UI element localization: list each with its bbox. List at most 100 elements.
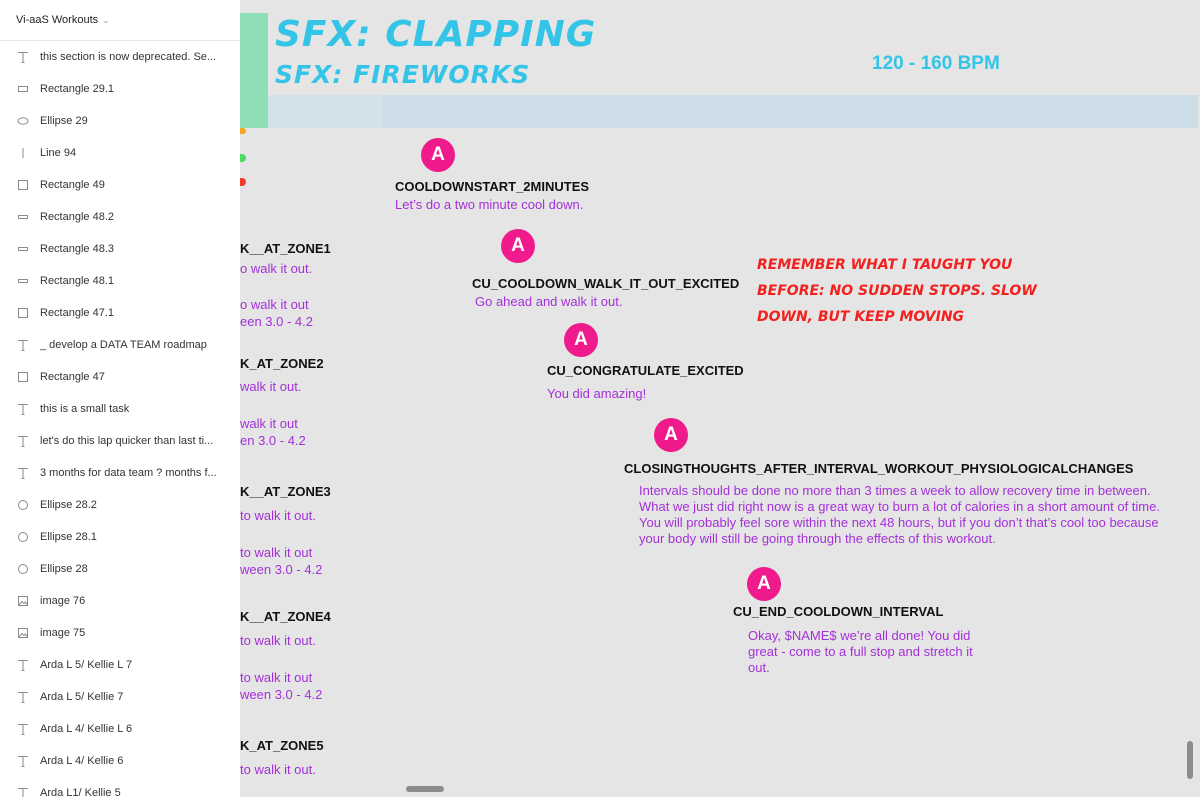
text-layer-icon	[16, 754, 30, 768]
text-layer-icon	[16, 50, 30, 64]
line-layer-icon	[16, 146, 30, 160]
layer-item[interactable]: Rectangle 47.1	[0, 297, 240, 329]
layer-label: image 75	[40, 627, 86, 639]
cue-key[interactable]: CU_END_COOLDOWN_INTERVAL	[733, 604, 944, 619]
avatar-badge[interactable]: A	[747, 567, 781, 601]
layer-item[interactable]: Rectangle 47	[0, 361, 240, 393]
layer-item[interactable]: Ellipse 29	[0, 105, 240, 137]
green-dot[interactable]	[240, 154, 246, 162]
layer-item[interactable]: let's do this lap quicker than last ti..…	[0, 425, 240, 457]
layer-item[interactable]: Rectangle 48.1	[0, 265, 240, 297]
layer-item[interactable]: Rectangle 48.3	[0, 233, 240, 265]
file-name-dropdown[interactable]: Vi-aaS Workouts ⌄	[0, 0, 240, 41]
rectangle-layer-icon	[16, 242, 30, 256]
cue-key[interactable]: CU_CONGRATULATE_EXCITED	[547, 363, 744, 378]
layer-label: Ellipse 28.1	[40, 531, 97, 543]
avatar-badge[interactable]: A	[564, 323, 598, 357]
reminder-note[interactable]: REMEMBER WHAT I TAUGHT YOU BEFORE: NO SU…	[757, 257, 1037, 325]
zone5-line1[interactable]: to walk it out.	[240, 762, 316, 777]
zone3-key[interactable]: K__AT_ZONE3	[240, 484, 331, 499]
layer-label: Arda L 4/ Kellie L 6	[40, 723, 133, 735]
text-layer-icon	[16, 466, 30, 480]
cue-key[interactable]: COOLDOWNSTART_2MINUTES	[395, 179, 590, 194]
layer-label: Line 94	[40, 147, 77, 159]
text-layer-icon	[16, 658, 30, 672]
text-layer-icon	[16, 338, 30, 352]
image-layer-icon	[16, 594, 30, 608]
layer-item[interactable]: this section is now deprecated. Se...	[0, 41, 240, 73]
layer-item[interactable]: image 76	[0, 585, 240, 617]
zone1-line1[interactable]: o walk it out.	[240, 261, 313, 276]
zone1-key[interactable]: K__AT_ZONE1	[240, 241, 331, 256]
vertical-scrollbar[interactable]	[1187, 741, 1193, 779]
zone4-key[interactable]: K__AT_ZONE4	[240, 609, 331, 624]
blue-band-segment[interactable]	[268, 95, 383, 128]
layer-label: this is a small task	[40, 403, 130, 415]
layer-item[interactable]: Arda L1/ Kellie 5	[0, 777, 240, 797]
layer-label: let's do this lap quicker than last ti..…	[40, 435, 214, 447]
avatar-badge[interactable]: A	[421, 138, 455, 172]
layer-item[interactable]: Rectangle 49	[0, 169, 240, 201]
blue-band-rectangle[interactable]	[268, 95, 1198, 128]
layer-label: _ develop a DATA TEAM roadmap	[40, 339, 207, 351]
cue-message[interactable]: Intervals should be done no more than 3 …	[639, 483, 1160, 546]
layer-label: this section is now deprecated. Se...	[40, 51, 217, 63]
zone3-line2[interactable]: to walk it out	[240, 545, 313, 560]
layer-item[interactable]: _ develop a DATA TEAM roadmap	[0, 329, 240, 361]
cue-message[interactable]: Let’s do a two minute cool down.	[395, 197, 584, 212]
file-name: Vi-aaS Workouts	[16, 14, 99, 26]
zone1-line2[interactable]: o walk it out	[240, 297, 309, 312]
layer-label: Ellipse 28.2	[40, 499, 97, 511]
text-layer-icon	[16, 434, 30, 448]
layer-item[interactable]: Rectangle 48.2	[0, 201, 240, 233]
cue-message[interactable]: Go ahead and walk it out.	[475, 294, 623, 309]
layer-item[interactable]: Rectangle 29.1	[0, 73, 240, 105]
zone4-line2[interactable]: to walk it out	[240, 670, 313, 685]
layer-item[interactable]: image 75	[0, 617, 240, 649]
layers-panel: Vi-aaS Workouts ⌄ this section is now de…	[0, 0, 240, 797]
zone4-line3[interactable]: ween 3.0 - 4.2	[240, 687, 323, 702]
rectangle-layer-icon	[16, 370, 30, 384]
red-dot[interactable]	[240, 178, 246, 186]
zone3-line3[interactable]: ween 3.0 - 4.2	[240, 562, 323, 577]
zone2-key[interactable]: K_AT_ZONE2	[240, 356, 324, 371]
cue-key[interactable]: CU_COOLDOWN_WALK_IT_OUT_EXCITED	[472, 276, 740, 291]
chevron-down-icon: ⌄	[102, 14, 110, 25]
orange-dot[interactable]	[240, 128, 246, 134]
avatar-badge[interactable]: A	[501, 229, 535, 263]
rectangle-layer-icon	[16, 274, 30, 288]
cue-key[interactable]: CLOSINGTHOUGHTS_AFTER_INTERVAL_WORKOUT_P…	[624, 461, 1134, 476]
avatar-badge[interactable]: A	[654, 418, 688, 452]
layer-item[interactable]: Ellipse 28.2	[0, 489, 240, 521]
text-layer-icon	[16, 690, 30, 704]
layer-item[interactable]: Arda L 4/ Kellie 6	[0, 745, 240, 777]
layer-item[interactable]: Line 94	[0, 137, 240, 169]
layer-item[interactable]: 3 months for data team ? months f...	[0, 457, 240, 489]
sfx-fireworks-text[interactable]: SFX: FIREWORKS	[275, 60, 531, 89]
zone2-line2[interactable]: walk it out	[240, 416, 298, 431]
green-rectangle[interactable]	[240, 13, 268, 128]
zone3-line1[interactable]: to walk it out.	[240, 508, 316, 523]
cue-message[interactable]: Okay, $NAME$ we’re all done! You did gre…	[748, 628, 973, 675]
horizontal-scrollbar[interactable]	[406, 786, 444, 792]
bpm-text[interactable]: 120 - 160 BPM	[872, 53, 1000, 74]
layer-item[interactable]: Ellipse 28.1	[0, 521, 240, 553]
text-layer-icon	[16, 402, 30, 416]
ellipse-layer-icon	[16, 530, 30, 544]
zone2-line1[interactable]: walk it out.	[240, 379, 302, 394]
sfx-clapping-text[interactable]: SFX: CLAPPING	[275, 14, 597, 55]
zone1-line3[interactable]: een 3.0 - 4.2	[240, 314, 313, 329]
layer-item[interactable]: this is a small task	[0, 393, 240, 425]
layer-label: Arda L 4/ Kellie 6	[40, 755, 124, 767]
layer-item[interactable]: Arda L 5/ Kellie 7	[0, 681, 240, 713]
layer-item[interactable]: Arda L 5/ Kellie L 7	[0, 649, 240, 681]
layer-item[interactable]: Ellipse 28	[0, 553, 240, 585]
zone2-line3[interactable]: en 3.0 - 4.2	[240, 433, 306, 448]
layer-item[interactable]: Arda L 4/ Kellie L 6	[0, 713, 240, 745]
zone4-line1[interactable]: to walk it out.	[240, 633, 316, 648]
layer-label: Rectangle 29.1	[40, 83, 114, 95]
cue-message[interactable]: You did amazing!	[547, 386, 647, 401]
rectangle-layer-icon	[16, 306, 30, 320]
zone5-key[interactable]: K_AT_ZONE5	[240, 738, 324, 753]
